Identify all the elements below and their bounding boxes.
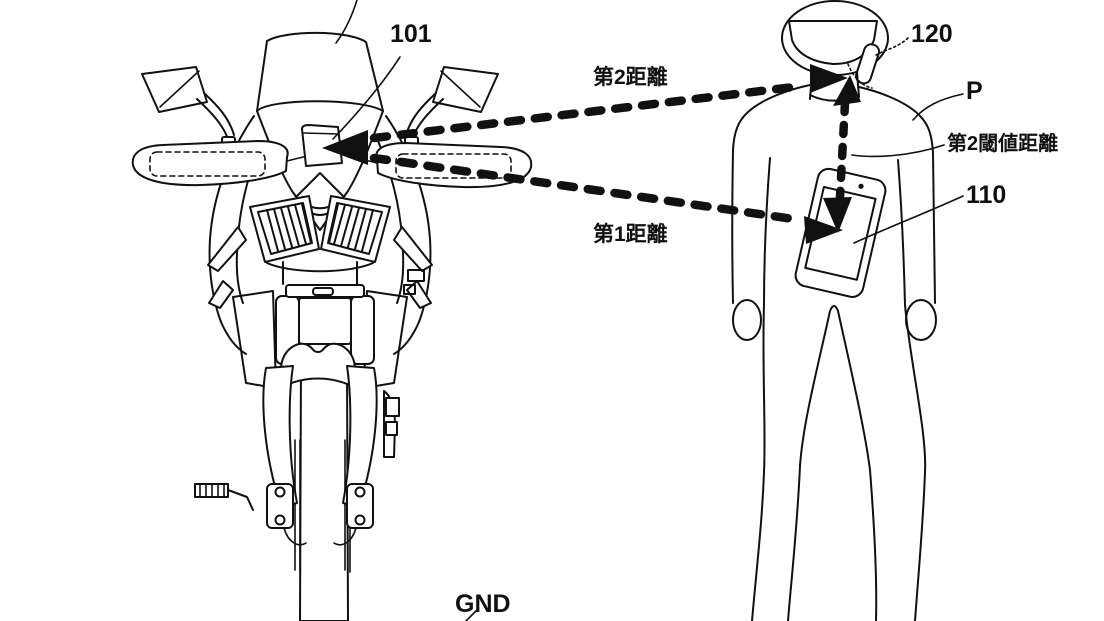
- label-distance1: 第1距離: [593, 222, 668, 246]
- right-headlight-grille: [328, 203, 374, 252]
- arrowhead-display: [322, 130, 368, 165]
- right-signal: [407, 269, 425, 282]
- distance-annotations: [322, 64, 861, 244]
- legs: [751, 304, 927, 621]
- smartphone-110: [794, 167, 887, 298]
- left-shoulder-arm: [731, 84, 811, 304]
- left-mirror-stalk: [196, 92, 235, 140]
- windshield: [256, 31, 384, 112]
- arrowhead-phone-down: [823, 197, 852, 233]
- leader-110: [853, 195, 964, 244]
- leader-gnd: [465, 608, 479, 621]
- motorcycle: [131, 31, 533, 621]
- left-mirror-facet: [159, 70, 200, 108]
- helmet-device-120: [855, 43, 881, 85]
- left-handguard: [131, 140, 289, 187]
- label-101: 101: [390, 20, 432, 48]
- headstock-panel: [298, 297, 352, 345]
- left-winglets: [207, 226, 247, 309]
- left-fork-guard: [262, 365, 298, 508]
- lower-cowl: [266, 262, 374, 273]
- left-headlight-grille: [266, 203, 312, 252]
- clamp-tab: [312, 287, 334, 296]
- right-hand: [905, 299, 937, 341]
- right-fork-guard: [342, 365, 378, 508]
- nose-bridge: [296, 172, 344, 197]
- label-gnd: GND: [455, 590, 511, 618]
- right-shoulder-arm: [858, 86, 936, 304]
- threshold2-dashed-line: [835, 98, 850, 202]
- right-mirror-facet: [440, 70, 481, 108]
- inner-arms: [763, 157, 906, 306]
- fork-tubes: [294, 439, 351, 573]
- leader-101: [332, 56, 401, 140]
- label-distance2: 第2距離: [593, 65, 668, 89]
- right-bracket: [383, 390, 400, 458]
- right-signal-small: [403, 284, 416, 295]
- helmet-device-dotted: [847, 63, 873, 89]
- left-hand: [732, 299, 762, 341]
- label-120: 120: [911, 20, 953, 48]
- left-handguard-insert: [149, 151, 266, 177]
- right-handguard-insert: [395, 153, 512, 179]
- arrowhead-chin: [810, 64, 848, 93]
- leader-threshold2: [851, 144, 945, 158]
- distance1-dashed-line: [369, 153, 805, 225]
- arrowhead-phone-right: [804, 216, 843, 244]
- smartphone-camera-dot: [858, 183, 864, 189]
- label-p: P: [966, 77, 983, 105]
- right-fork-cover: [350, 295, 375, 365]
- footpeg: [194, 483, 254, 511]
- right-brake-caliper: [333, 483, 374, 546]
- distance2-dashed-line: [369, 81, 807, 143]
- left-mirror: [141, 66, 208, 113]
- label-threshold2: 第2閾値距離: [947, 131, 1058, 155]
- right-mirror: [432, 66, 499, 113]
- label-110: 110: [966, 181, 1006, 209]
- leader-p: [912, 93, 964, 121]
- labels: 101 120 P 第2閾値距離 110 第2距離 第1距離 GND: [390, 20, 1058, 618]
- display-unit-top-line: [303, 132, 340, 135]
- front-tire: [299, 356, 349, 621]
- top-leader: [335, 0, 358, 44]
- rider-person: [731, 0, 937, 621]
- left-brake-caliper: [266, 483, 307, 546]
- arrowhead-up-device: [833, 75, 861, 106]
- leader-lines: [332, 0, 964, 621]
